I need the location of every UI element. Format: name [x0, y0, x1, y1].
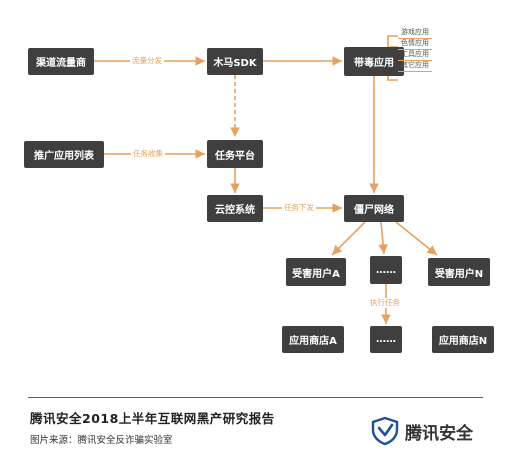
footer-divider: [28, 397, 483, 398]
node-promo-list: 推广应用列表: [24, 141, 104, 168]
node-zombie-network: 僵尸网络: [344, 195, 404, 222]
node-infected-app: 带毒应用: [344, 47, 404, 76]
edge-zombie-to-victim-a: [331, 221, 366, 256]
footer-source: 图片来源：腾讯安全反诈骗实验室: [30, 435, 173, 446]
category-other: 其它应用: [398, 61, 432, 72]
node-trojan-sdk: 木马SDK: [207, 48, 263, 75]
node-victim-n: 受害用户N: [428, 258, 490, 286]
node-store-n: 应用商店N: [432, 326, 494, 353]
node-task-platform: 任务平台: [207, 140, 263, 168]
edge-zombie-to-victim-mid: [378, 221, 388, 255]
edge-zombie-to-victim-n: [395, 221, 438, 256]
label-traffic-distribution: 流量分发: [130, 56, 164, 66]
node-victim-ellipsis: ……: [370, 256, 402, 284]
node-store-ellipsis: ……: [370, 326, 402, 353]
category-game: 游戏应用: [398, 28, 432, 39]
category-tool: 工具应用: [398, 50, 432, 61]
label-execute-task: 执行任务: [368, 298, 402, 308]
footer-title: 腾讯安全2018上半年互联网黑产研究报告: [30, 411, 275, 426]
node-victim-a: 受害用户A: [286, 258, 346, 286]
node-cloud-control: 云控系统: [207, 195, 263, 222]
logo-text: 腾讯安全: [405, 424, 473, 444]
label-task-dispatch: 任务下发: [282, 203, 316, 213]
shield-logo-icon: [371, 416, 399, 446]
node-store-a: 应用商店A: [282, 326, 344, 353]
node-channel: 渠道流量商: [28, 48, 94, 75]
label-task-collection: 任务收集: [131, 149, 165, 159]
category-adult: 色情应用: [398, 39, 432, 50]
